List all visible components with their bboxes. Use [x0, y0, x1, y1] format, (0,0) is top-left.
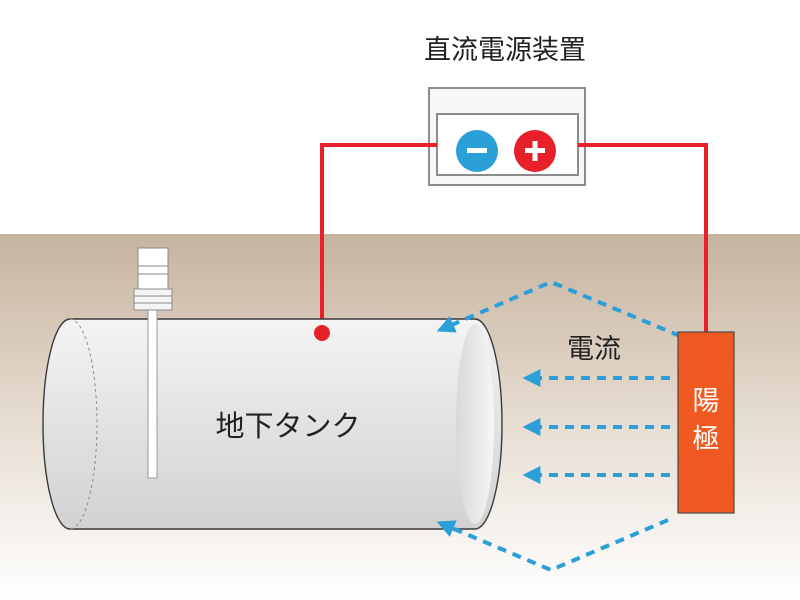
current-flow-arrows [436, 279, 681, 573]
minus-terminal-icon [456, 130, 498, 172]
tank-label: 地下タンク [215, 409, 360, 443]
anode-label-char-1: 陽 [693, 386, 720, 417]
anode: 陽 極 [677, 331, 735, 514]
positive-wire [578, 143, 708, 332]
plus-terminal-icon [514, 130, 556, 172]
negative-wire [320, 143, 437, 332]
power-supply-title: 直流電源装置 [424, 35, 586, 66]
tank-gauge [133, 247, 173, 479]
tank-connection-point [314, 325, 330, 341]
anode-label-char-2: 極 [693, 424, 720, 455]
dc-power-supply [428, 87, 586, 186]
underground-tank [42, 318, 503, 530]
current-label: 電流 [567, 334, 621, 365]
